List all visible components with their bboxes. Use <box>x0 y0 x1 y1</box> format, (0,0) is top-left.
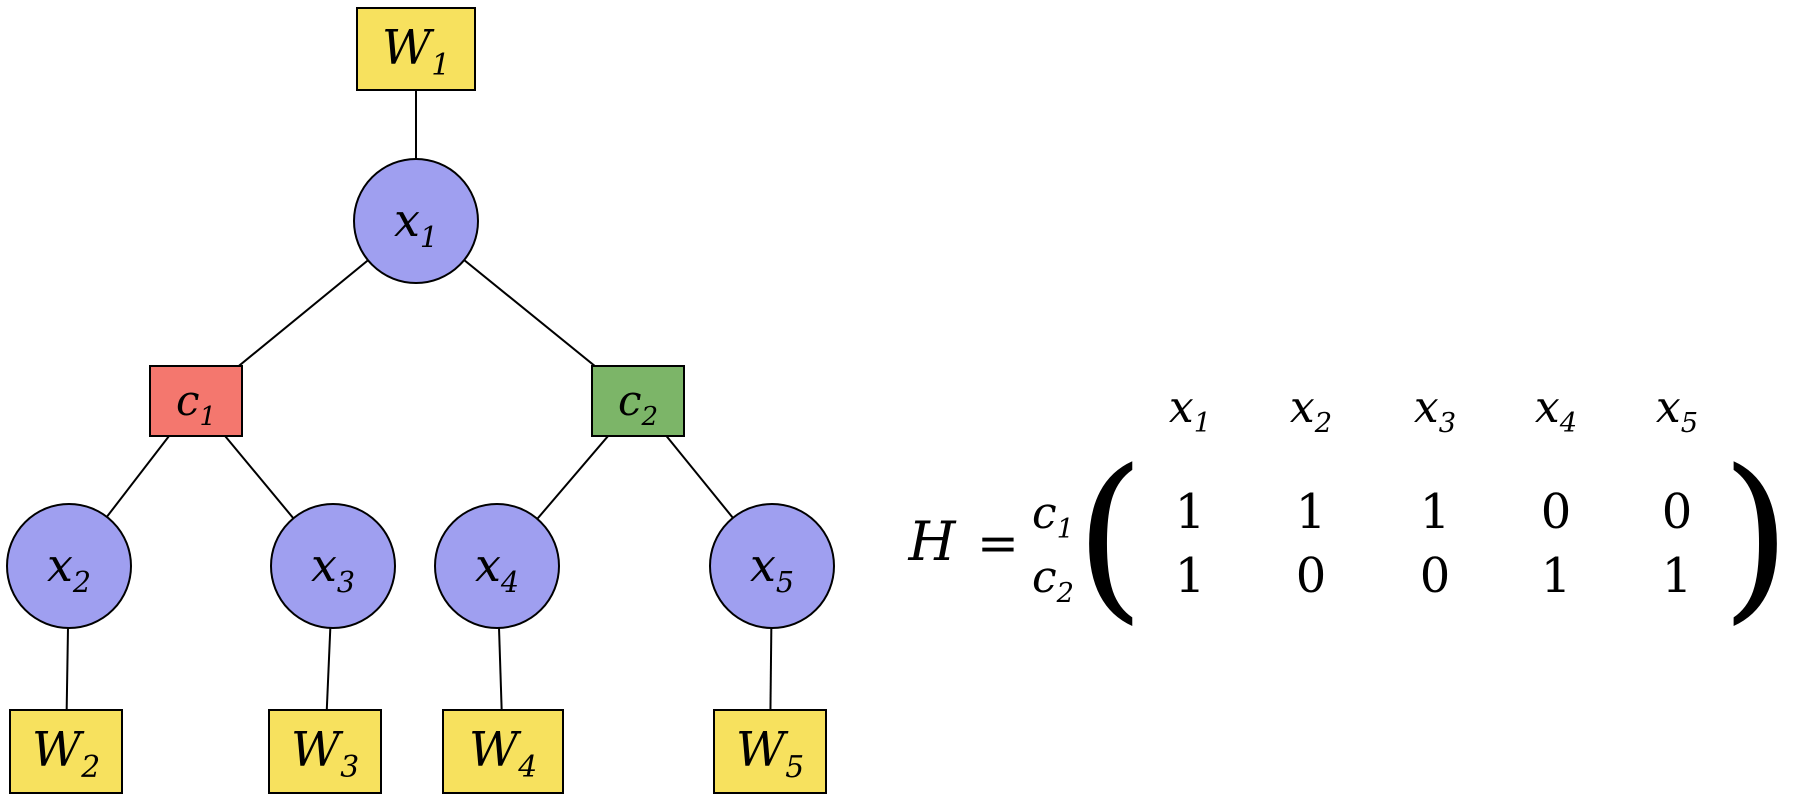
label-main: c <box>1032 488 1057 539</box>
node-label-W1: W1 <box>382 20 450 83</box>
node-label-x2: x2 <box>47 538 91 599</box>
label-main: c <box>176 376 200 425</box>
label-main: W <box>382 20 435 76</box>
matrix-cell: 1 <box>1175 484 1206 540</box>
label-sub: 5 <box>785 750 804 785</box>
node-label-W3: W3 <box>291 722 359 785</box>
node-label-x4: x4 <box>475 538 519 599</box>
matrix-cell: 1 <box>1662 548 1693 604</box>
label-sub: 5 <box>776 566 794 599</box>
matrix-cell: 0 <box>1296 548 1327 604</box>
matrix-cell: 0 <box>1541 484 1572 540</box>
label-main: x <box>750 538 776 592</box>
node-W3: W3 <box>268 709 382 794</box>
weight-square <box>356 7 476 91</box>
label-sub: 4 <box>1559 408 1577 439</box>
label-sub: 1 <box>1194 408 1211 439</box>
weight-square <box>713 709 827 794</box>
label-main: x <box>311 538 337 592</box>
label-main: x <box>1169 382 1194 433</box>
label-sub: 2 <box>640 402 658 432</box>
label-sub: 1 <box>431 48 450 83</box>
node-x4: x4 <box>434 503 560 629</box>
node-x2: x2 <box>6 503 132 629</box>
label-main: W <box>32 722 85 778</box>
variable-circle <box>709 503 835 629</box>
matrix-cell: 1 <box>1175 548 1206 604</box>
node-c2: c2 <box>591 365 685 437</box>
matrix-col-header-x5: x5 <box>1656 382 1698 439</box>
label-sub: 3 <box>337 566 355 599</box>
node-x3: x3 <box>270 503 396 629</box>
matrix-row-1: 1 1 1 0 0 <box>1175 484 1693 540</box>
node-c1: c1 <box>149 365 243 437</box>
node-W2: W2 <box>9 709 123 794</box>
weight-square <box>9 709 123 794</box>
matrix-cell: 1 <box>1420 484 1451 540</box>
label-sub: 2 <box>1314 408 1332 439</box>
label-sub: 1 <box>1057 514 1074 545</box>
parity-check-matrix: H = c1 c2 ( ) x1 x2 x3 x4 x5 1 1 1 0 0 1… <box>907 382 1791 641</box>
matrix-col-header-x1: x1 <box>1169 382 1211 439</box>
close-parenthesis: ) <box>1721 432 1791 641</box>
matrix-lhs-symbol: H <box>907 510 956 573</box>
label-main: c <box>1032 552 1057 603</box>
matrix-cell: 0 <box>1420 548 1451 604</box>
label-main: x <box>47 538 73 592</box>
equals-sign: = <box>977 514 1019 572</box>
label-sub: 3 <box>1439 408 1456 439</box>
label-sub: 3 <box>340 750 359 785</box>
weight-square <box>268 709 382 794</box>
label-main: c <box>618 376 642 425</box>
node-label-x3: x3 <box>311 538 355 599</box>
matrix-col-header-x2: x2 <box>1290 382 1332 439</box>
matrix-row-label-c2: c2 <box>1032 552 1074 609</box>
label-main: x <box>394 193 420 247</box>
weight-square <box>442 709 564 794</box>
label-main: W <box>736 722 789 778</box>
node-label-c2: c2 <box>618 376 658 432</box>
check-square <box>591 365 685 437</box>
label-main: x <box>1656 382 1681 433</box>
label-main: x <box>1414 382 1439 433</box>
label-sub: 2 <box>72 566 91 599</box>
label-main: W <box>291 722 344 778</box>
label-sub: 4 <box>517 750 537 785</box>
matrix-row-2: 1 0 0 1 1 <box>1175 548 1693 604</box>
label-sub: 1 <box>199 402 216 432</box>
variable-circle <box>270 503 396 629</box>
node-label-x5: x5 <box>750 538 794 599</box>
matrix-cell: 1 <box>1541 548 1572 604</box>
variable-circle <box>353 158 479 284</box>
variable-circle <box>6 503 132 629</box>
matrix-cell: 1 <box>1296 484 1327 540</box>
node-label-x1: x1 <box>394 193 438 254</box>
label-main: x <box>475 538 501 592</box>
node-label-c1: c1 <box>176 376 216 432</box>
label-sub: 2 <box>1056 578 1074 609</box>
label-sub: 4 <box>500 566 519 599</box>
matrix-col-header-x3: x3 <box>1414 382 1456 439</box>
node-x5: x5 <box>709 503 835 629</box>
matrix-column-headers: x1 x2 x3 x4 x5 <box>1169 382 1698 439</box>
matrix-col-header-x4: x4 <box>1535 382 1577 439</box>
variable-circle <box>434 503 560 629</box>
label-sub: 5 <box>1681 408 1698 439</box>
node-W1: W1 <box>356 7 476 91</box>
label-main: x <box>1535 382 1560 433</box>
node-label-W4: W4 <box>469 722 537 785</box>
matrix-cell: 0 <box>1662 484 1693 540</box>
label-sub: 1 <box>420 221 438 254</box>
label-sub: 2 <box>80 750 100 785</box>
node-label-W5: W5 <box>736 722 804 785</box>
node-x1: x1 <box>353 158 479 284</box>
open-parenthesis: ( <box>1075 432 1145 641</box>
label-main: W <box>469 722 522 778</box>
node-W4: W4 <box>442 709 564 794</box>
node-W5: W5 <box>713 709 827 794</box>
check-square <box>149 365 243 437</box>
matrix-row-label-c1: c1 <box>1032 488 1074 545</box>
label-main: x <box>1290 382 1315 433</box>
node-label-W2: W2 <box>32 722 100 785</box>
